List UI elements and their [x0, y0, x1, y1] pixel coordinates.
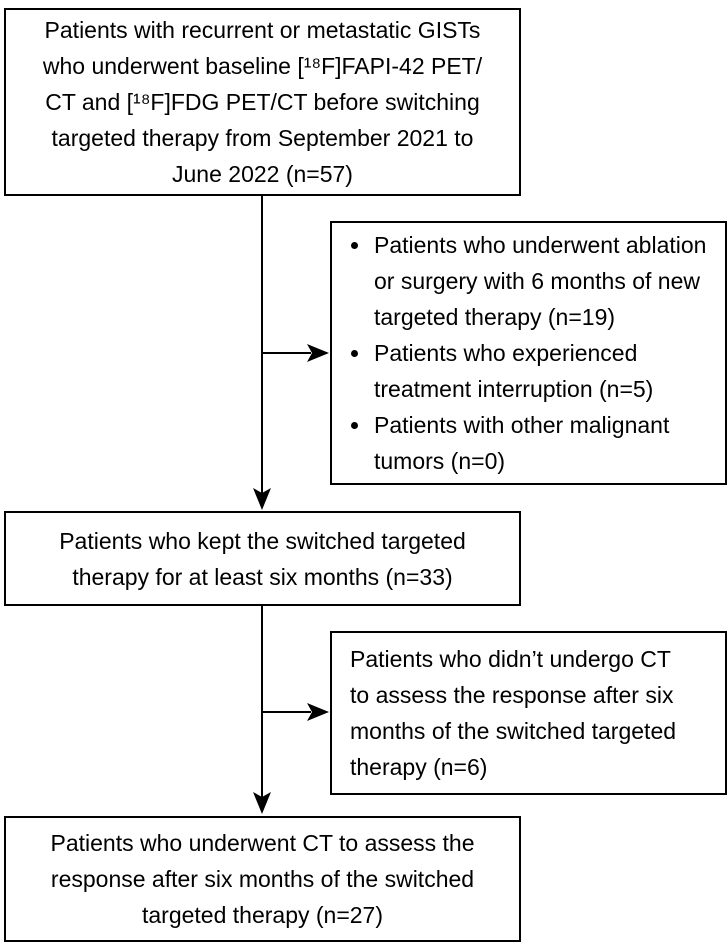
arrow-branch-to-exclusion-1	[261, 344, 329, 362]
box-underwent-ct-text: Patients who underwent CT to assess the …	[50, 830, 475, 928]
exclusion-list: Patients who underwent ablation or surge…	[332, 227, 706, 479]
box-exclusion-criteria-1: Patients who underwent ablation or surge…	[330, 221, 727, 485]
exclusion-item-other-malignant-tumors: Patients with other malignant tumors (n=…	[372, 407, 706, 479]
arrow-branch-to-exclusion-2	[261, 703, 329, 721]
arrow-middle-to-bottom	[253, 606, 271, 814]
arrow-top-to-middle	[253, 196, 271, 510]
exclusion-item-text: Patients who experienced treatment inter…	[374, 340, 654, 402]
exclusion-item-text: Patients who underwent ablation or surge…	[374, 232, 707, 330]
box-exclusion-no-ct-text: Patients who didn’t undergo CT to assess…	[350, 646, 677, 780]
exclusion-item-text: Patients with other malignant tumors (n=…	[374, 412, 670, 474]
box-exclusion-no-ct: Patients who didn’t undergo CT to assess…	[330, 631, 727, 795]
box-kept-therapy-text: Patients who kept the switched targeted …	[59, 527, 466, 590]
box-kept-therapy: Patients who kept the switched targeted …	[4, 511, 521, 606]
exclusion-item-treatment-interruption: Patients who experienced treatment inter…	[372, 335, 706, 407]
box-underwent-ct: Patients who underwent CT to assess the …	[4, 816, 521, 942]
exclusion-item-ablation-surgery: Patients who underwent ablation or surge…	[372, 227, 706, 335]
box-initial-patients-text: Patients with recurrent or metastatic GI…	[42, 17, 483, 187]
box-initial-patients: Patients with recurrent or metastatic GI…	[4, 8, 521, 196]
